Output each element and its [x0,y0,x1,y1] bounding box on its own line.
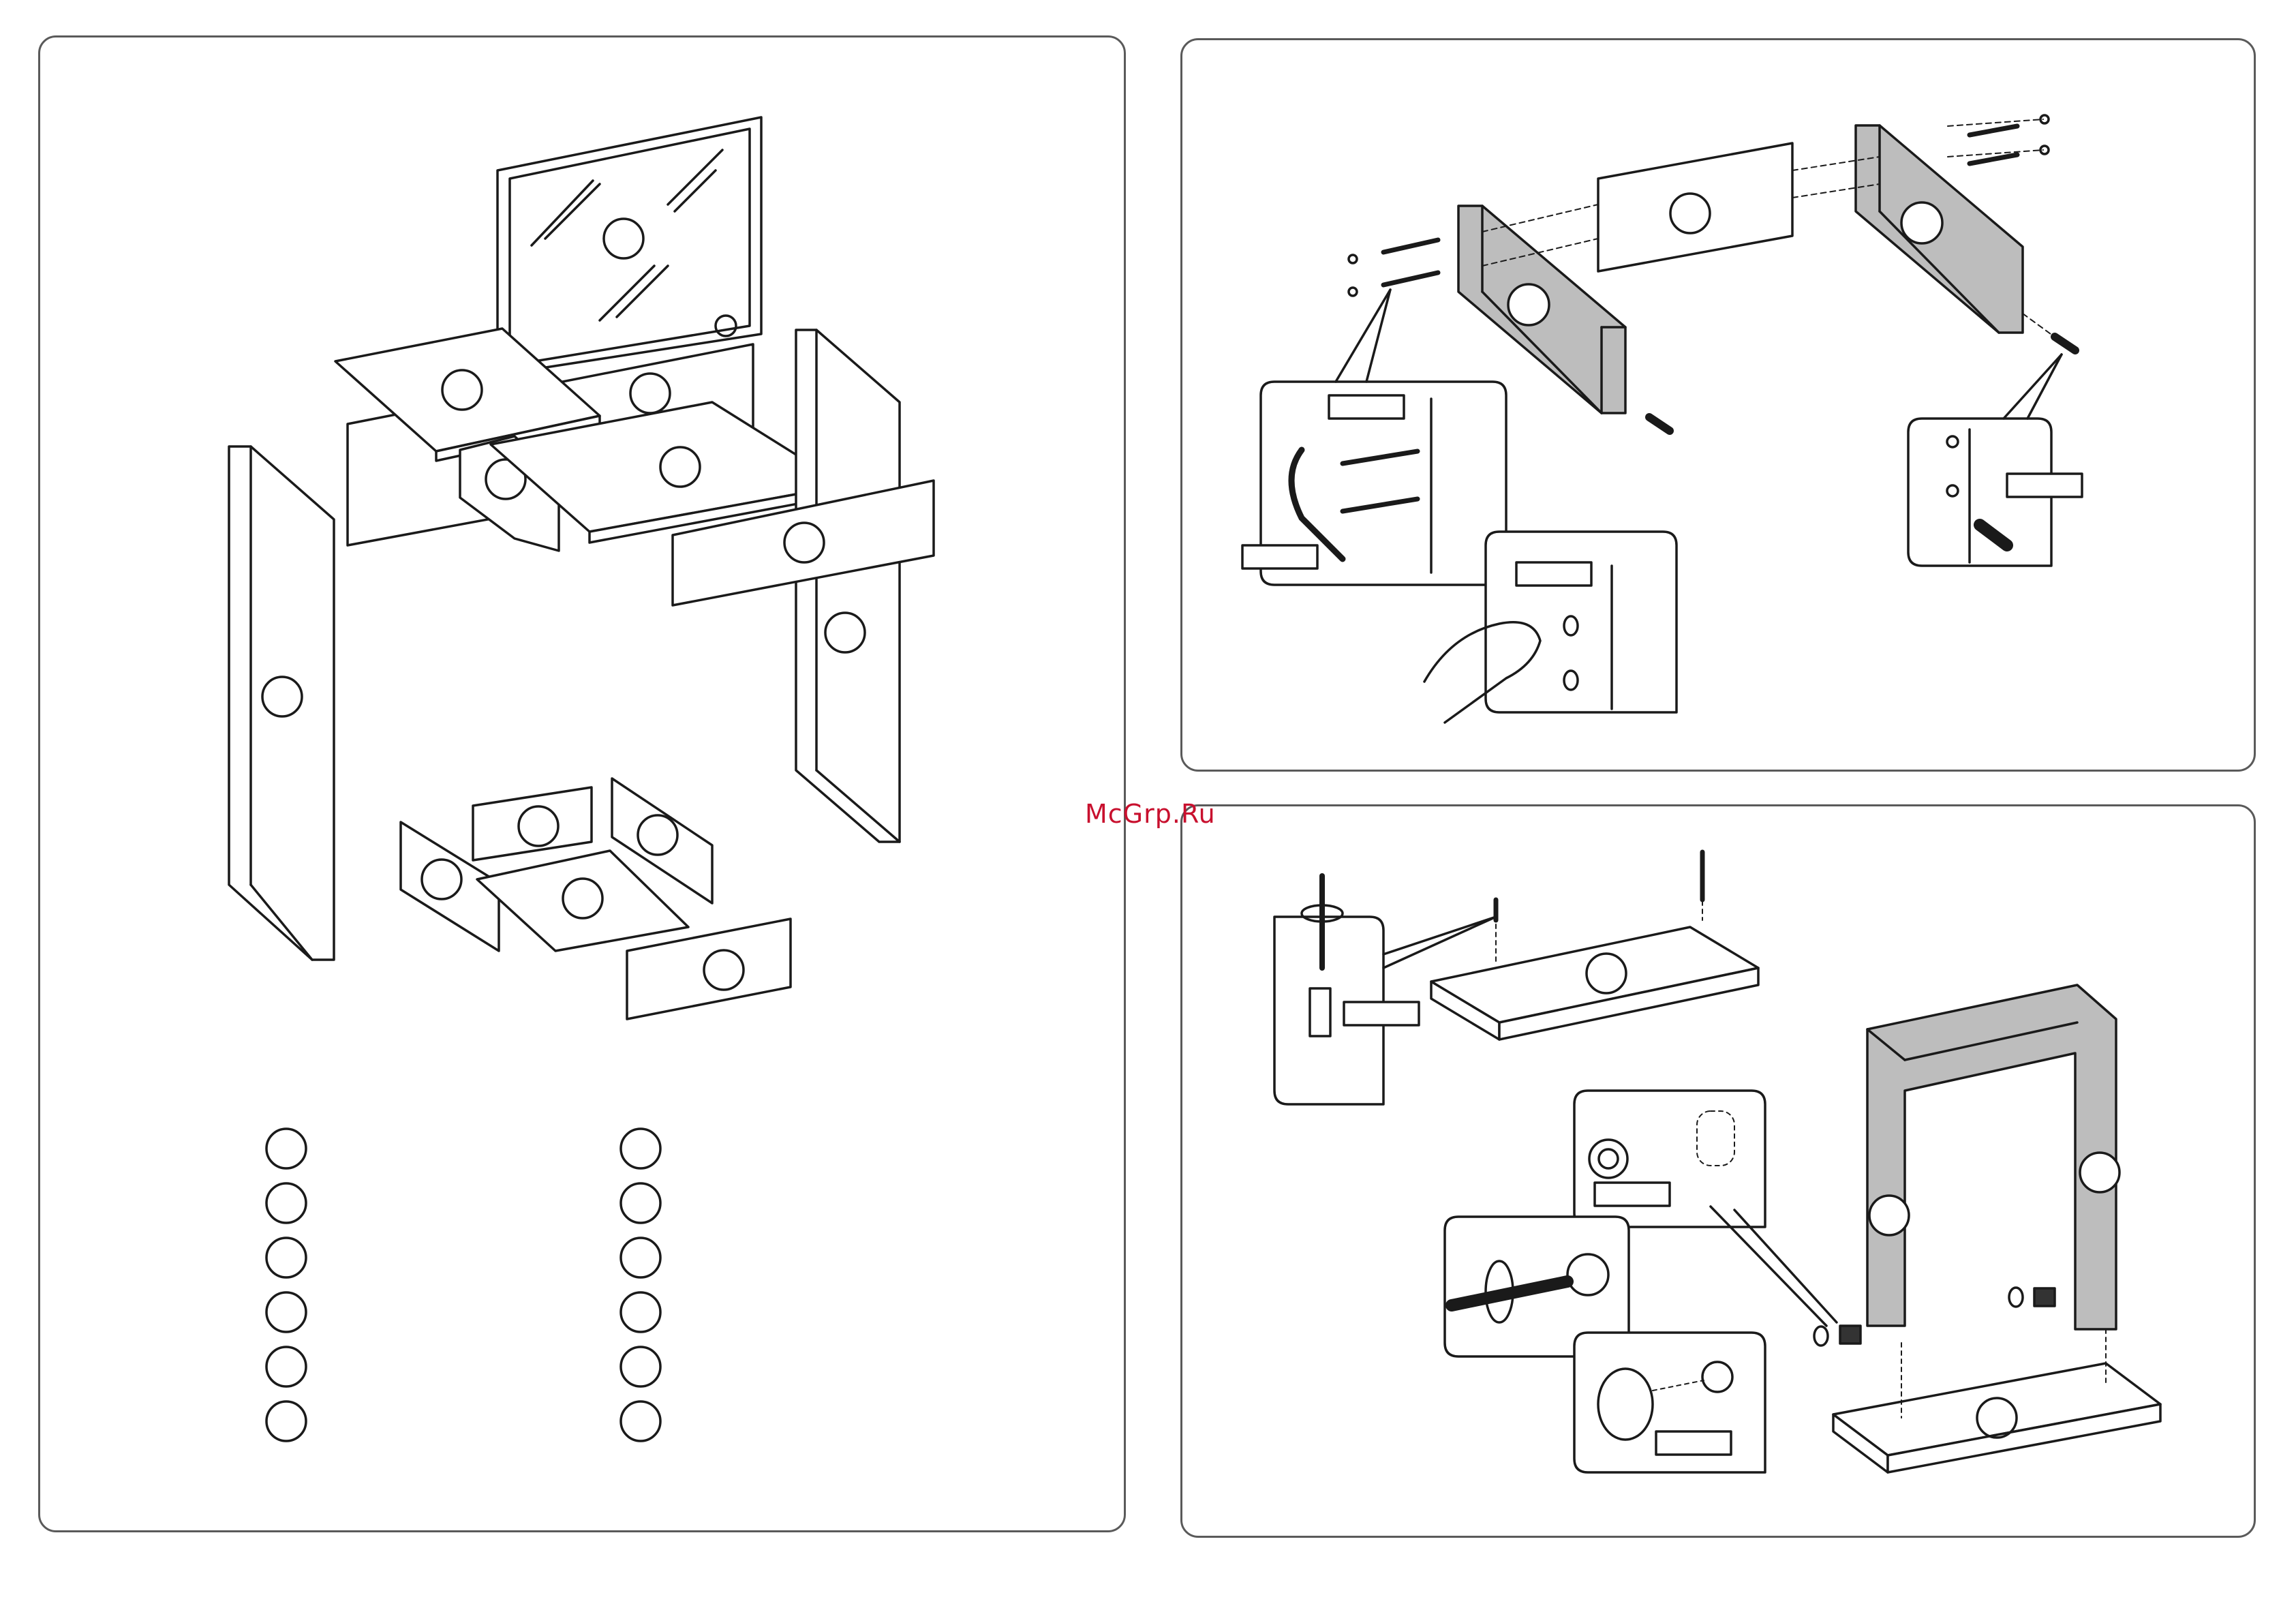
legend-circle [621,1183,660,1223]
step-1-drawing [1242,115,2082,723]
legend-circle [621,1238,660,1277]
dowel-icon [1649,417,1670,431]
legend-circle [621,1129,660,1168]
legend-circle [266,1238,306,1277]
mirror-part [498,117,761,375]
legend-circle [266,1401,306,1441]
legend-circle [266,1347,306,1386]
legend-circle [621,1401,660,1441]
parts-legend [266,1129,660,1441]
cam-lock-icon [1840,1326,1861,1344]
legend-circle [266,1183,306,1223]
exploded-vanity [229,117,934,1019]
watermark: McGrp.Ru [1085,799,1216,829]
legend-circle [266,1129,306,1168]
step-2-drawing [1274,852,2160,1472]
legend-circle [621,1292,660,1332]
legend-circle [266,1292,306,1332]
dowel-icon [2055,337,2075,350]
cam-lock-icon [2034,1288,2055,1306]
legend-circle [621,1347,660,1386]
